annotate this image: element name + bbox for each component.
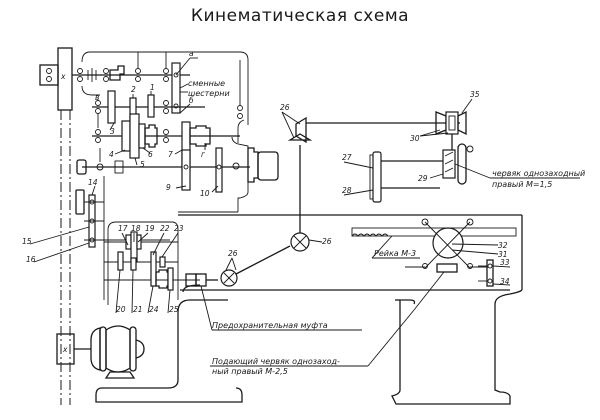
label-gear-18: 18	[131, 224, 141, 233]
label-gear-g: г	[201, 150, 205, 159]
label-gear-24: 24	[149, 305, 159, 314]
note-worm-right-2: правый М=1,5	[492, 180, 552, 189]
label-gear-20: 20	[116, 305, 126, 314]
note-worm-right-1: червяк однозаходный	[492, 169, 585, 178]
main-shaft-top	[72, 51, 249, 125]
label-gear-22: 22	[160, 224, 170, 233]
label-gear-10: 10	[200, 189, 210, 198]
label-gear-19: 19	[145, 224, 155, 233]
label-gear-28: 28	[342, 186, 352, 195]
note-feed-worm-2: ный правый М-2,5	[212, 367, 288, 376]
apron-worm-26: 26	[206, 245, 291, 287]
label-gear-27: 27	[342, 153, 352, 162]
clutch-33-34: 33 34	[478, 258, 511, 287]
rack-m3: Рейка М-3	[351, 227, 517, 259]
label-gear-26-mid: 26	[322, 237, 332, 246]
safety-clutch: Предохранительная муфта	[185, 273, 362, 331]
label-gear-23: 23	[174, 224, 184, 233]
label-gear-2: 2	[131, 85, 136, 94]
note-safety-clutch: Предохранительная муфта	[212, 321, 328, 330]
cross-slide-bevel-26: 26	[280, 103, 460, 144]
feed-worm-note: Подающий червяк однозаход- ный правый М-…	[210, 357, 368, 376]
note-replacement-gears-1: сменные	[188, 79, 225, 88]
feed-gearbox: 17 18 19 22 23 20 21 24 25	[104, 221, 200, 314]
cross-worm-unit: 35 30	[410, 90, 480, 150]
feed-shaft: 9 10	[76, 147, 250, 198]
label-gear-29: 29	[418, 174, 428, 183]
label-gear-33: 33	[500, 258, 510, 267]
spindle-shaft: 4 5 6 7 г	[92, 113, 240, 171]
apron-rack-gear: 32 31	[367, 218, 508, 367]
label-gear-9: 9	[166, 183, 171, 192]
label-gear-14: 14	[88, 178, 98, 187]
guitar-gears: 14 15 16	[22, 176, 170, 300]
label-gear-6: 6	[148, 150, 153, 159]
label-gear-5: 5	[140, 160, 145, 169]
label-gear-17: 17	[118, 224, 128, 233]
label-gear-35: 35	[470, 90, 480, 99]
label-gear-b: б	[189, 96, 194, 105]
input-clutch: x	[39, 64, 66, 86]
note-rack: Рейка М-3	[374, 249, 416, 258]
label-gear-15: 15	[22, 237, 32, 246]
label-gear-a: а	[189, 49, 194, 58]
label-gear-1: 1	[150, 83, 155, 92]
label-gear-7: 7	[168, 150, 173, 159]
note-feed-worm-1: Подающий червяк однозаход-	[212, 357, 340, 366]
label-gear-3: 3	[110, 127, 115, 136]
label-gear-21: 21	[133, 305, 143, 314]
electric-motor: x	[56, 325, 145, 379]
label-gear-32: 32	[498, 241, 508, 250]
lathe-bed	[95, 211, 523, 405]
handwheel-worm-29: 29 червяк однозаходный правый М=1,5	[381, 143, 585, 189]
label-input-x: x	[60, 72, 66, 81]
diagram-title: Кинематическая схема	[190, 6, 410, 26]
label-gear-34: 34	[500, 277, 510, 286]
label-gear-16: 16	[26, 255, 36, 264]
label-gear-26-top: 26	[280, 103, 290, 112]
label-gear-4: 4	[109, 150, 114, 159]
label-gear-31: 31	[498, 250, 508, 259]
label-motor-x: x	[62, 345, 68, 354]
gears-27-28: 27 28	[342, 151, 382, 203]
label-gear-v: в	[95, 93, 99, 102]
label-gear-30: 30	[410, 134, 420, 143]
replacement-gears: а б сменные шестерни	[171, 49, 230, 114]
note-replacement-gears-2: шестерни	[188, 89, 230, 98]
headstock-housing	[231, 60, 279, 212]
label-gear-26-apron: 26	[228, 249, 238, 258]
label-gear-25: 25	[169, 305, 179, 314]
bevel-gear-26-carriage: 26	[290, 145, 332, 252]
